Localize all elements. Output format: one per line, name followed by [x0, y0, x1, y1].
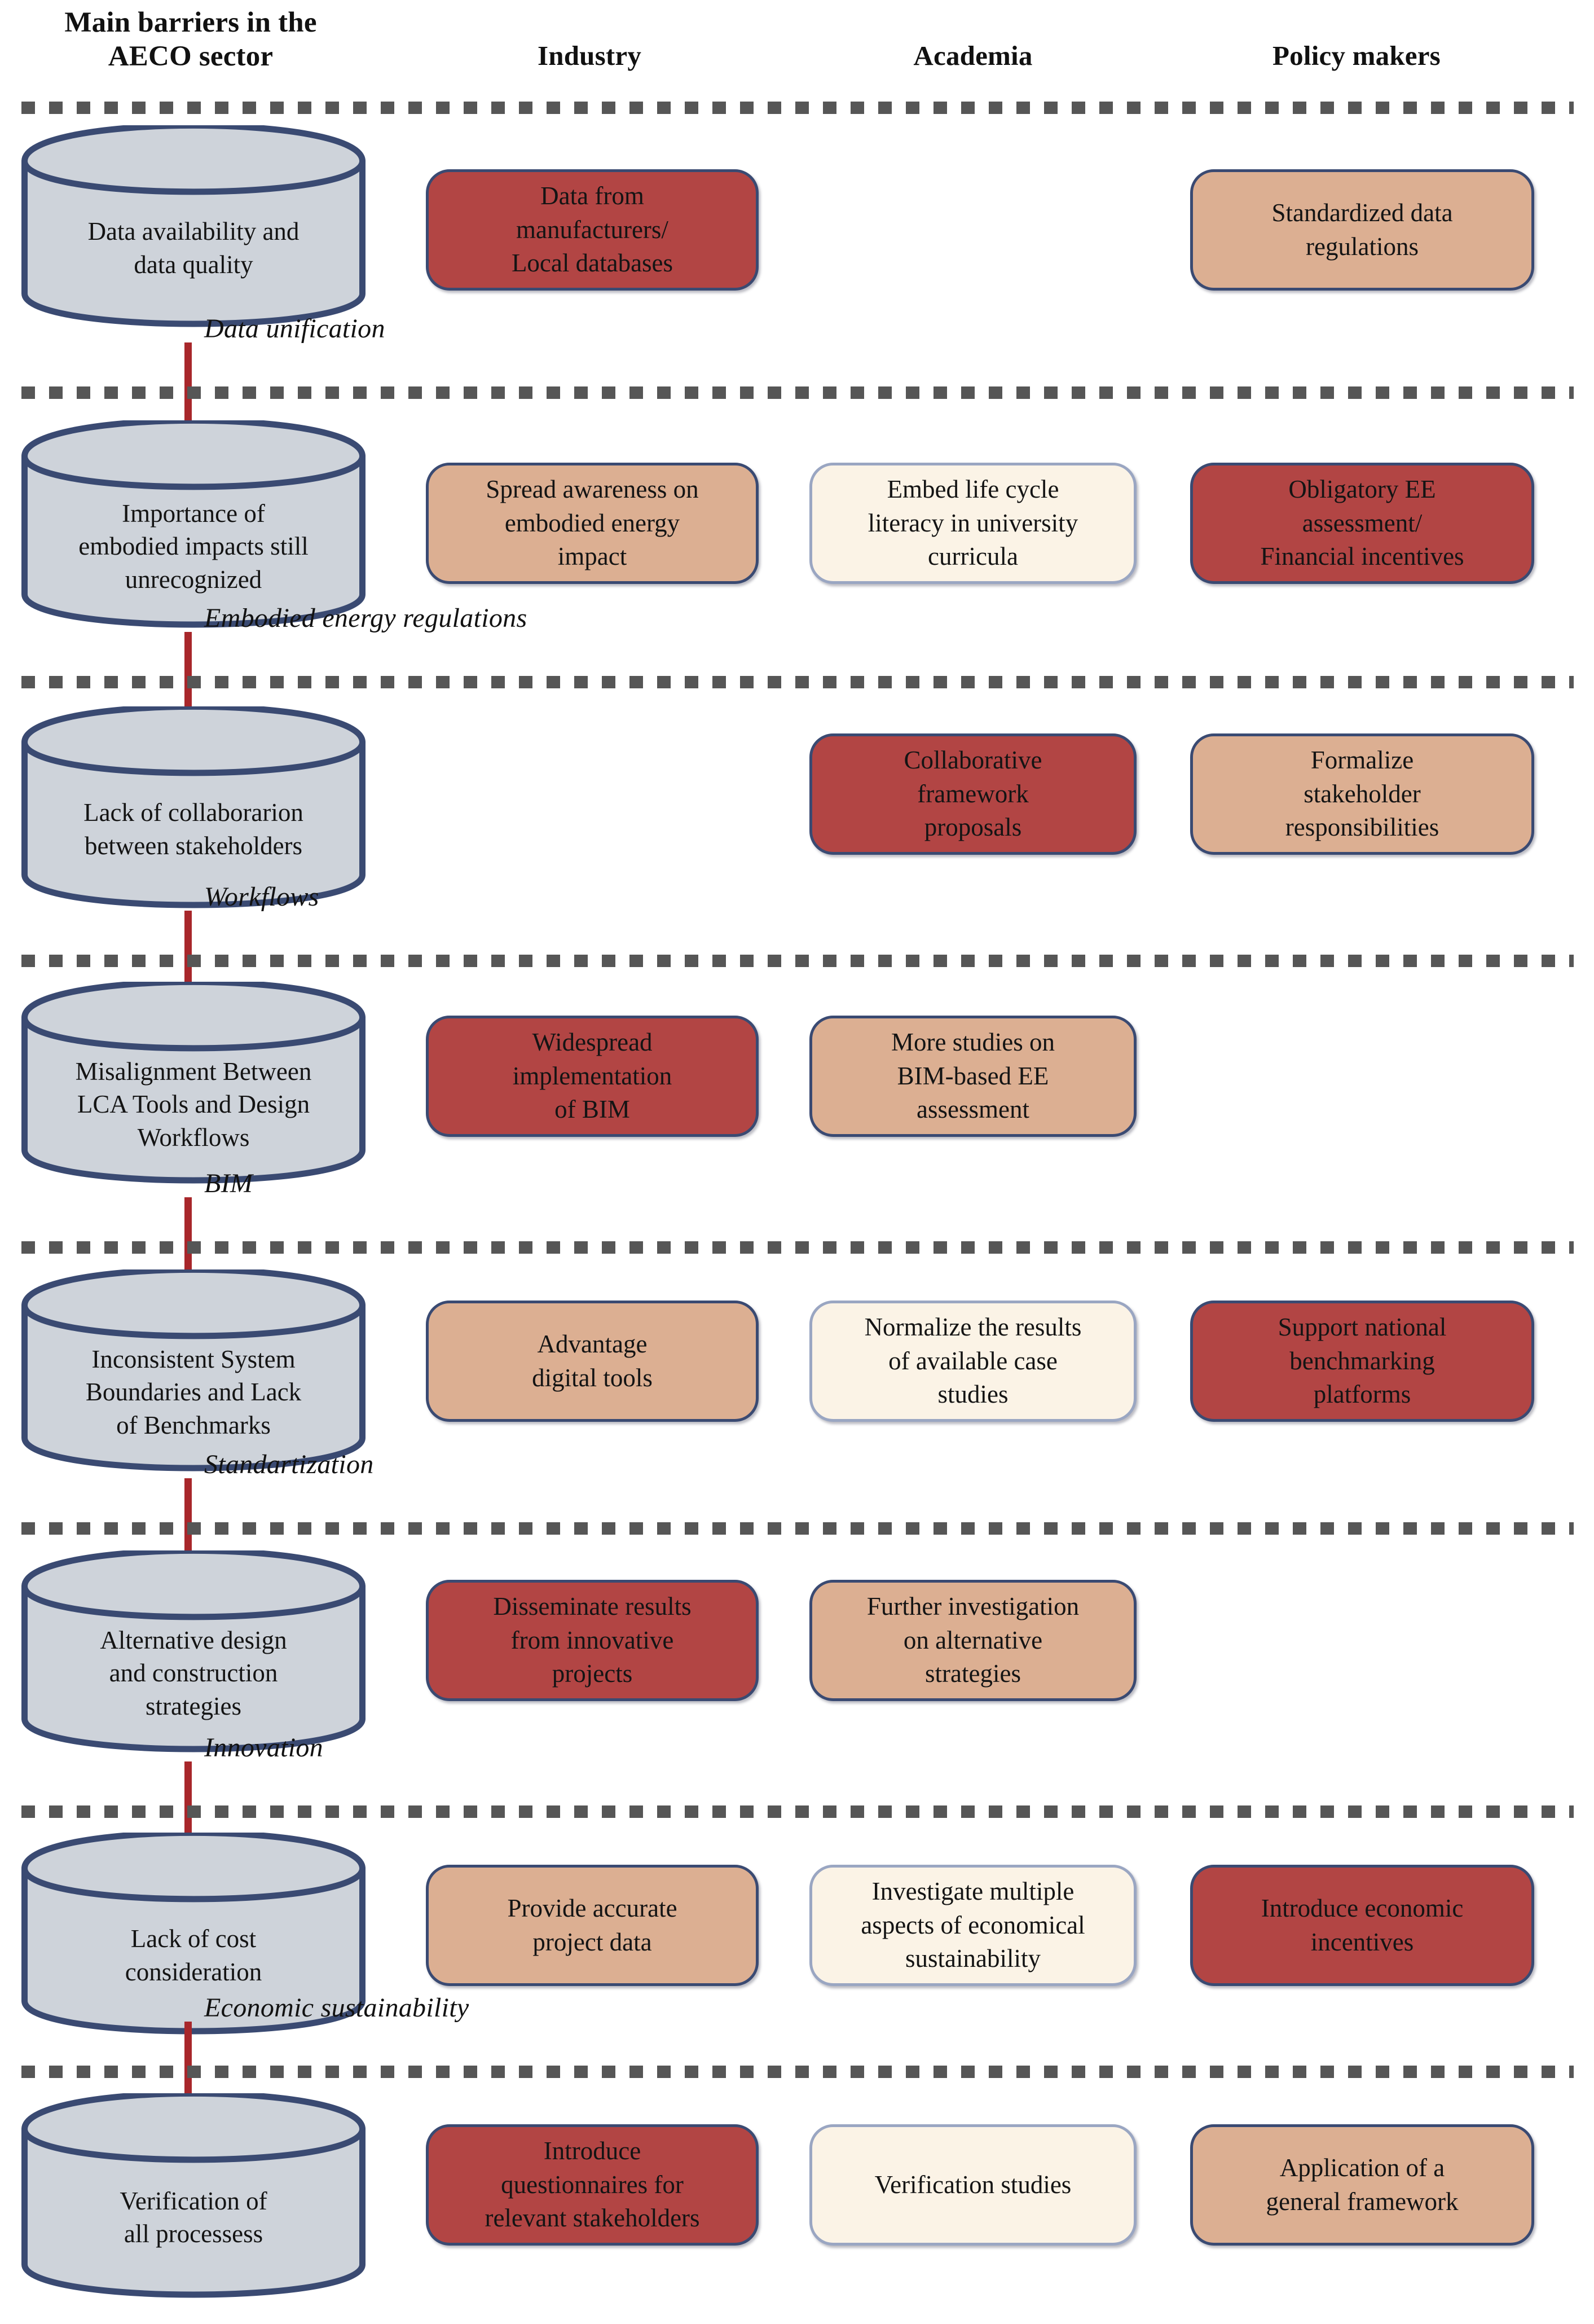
barrier-label: Importance of embodied impacts still unr… [78, 499, 309, 594]
action-box-industry[interactable]: Disseminate results from innovative proj… [426, 1580, 759, 1701]
barrier-label: Verification of all processess [120, 2186, 267, 2248]
action-box-policy-makers[interactable]: Introduce economic incentives [1190, 1865, 1534, 1986]
row-separator-dashed-line [21, 386, 1574, 399]
barrier-cylinder[interactable]: Importance of embodied impacts still unr… [21, 420, 366, 628]
action-box-industry[interactable]: Widespread implementation of BIM [426, 1016, 759, 1137]
row-separator-dashed-line [21, 1805, 1574, 1818]
row-separator-dashed-line [21, 2066, 1574, 2078]
barrier-label: Data availability and data quality [87, 217, 300, 279]
barrier-cylinder[interactable]: Verification of all processess [21, 2093, 366, 2298]
barrier-label: Alternative design and construction stra… [100, 1626, 287, 1720]
action-box-policy-makers[interactable]: Application of a general framework [1190, 2124, 1534, 2246]
transition-label: Workflows [204, 882, 319, 912]
barrier-cylinder[interactable]: Data availability and data quality [21, 125, 366, 327]
row-separator-dashed-line [21, 1522, 1574, 1535]
action-box-academia[interactable]: More studies on BIM-based EE assessment [809, 1016, 1137, 1137]
action-box-academia[interactable]: Normalize the results of available case … [809, 1301, 1137, 1422]
barrier-cylinder[interactable]: Alternative design and construction stra… [21, 1550, 366, 1752]
action-box-academia[interactable]: Verification studies [809, 2124, 1137, 2246]
action-box-academia[interactable]: Investigate multiple aspects of economic… [809, 1865, 1137, 1986]
column-header-barriers: Main barriers in the AECO sector [64, 7, 317, 73]
barrier-cylinder[interactable]: Inconsistent System Boundaries and Lack … [21, 1269, 366, 1471]
barrier-cylinder[interactable]: Lack of collaborarion between stakeholde… [21, 706, 366, 908]
row-separator-dashed-line [21, 955, 1574, 967]
transition-label: Embodied energy regulations [204, 603, 527, 633]
action-box-policy-makers[interactable]: Support national benchmarking platforms [1190, 1301, 1534, 1422]
barrier-cylinder[interactable]: Misalignment Between LCA Tools and Desig… [21, 982, 366, 1184]
transition-label: Data unification [204, 314, 385, 344]
row-separator-dashed-line [21, 676, 1574, 688]
column-header-academia: Academia [913, 40, 1033, 71]
action-box-policy-makers[interactable]: Obligatory EE assessment/ Financial ince… [1190, 463, 1534, 584]
action-box-industry[interactable]: Provide accurate project data [426, 1865, 759, 1986]
barrier-label: Inconsistent System Boundaries and Lack … [85, 1345, 302, 1439]
action-box-academia[interactable]: Further investigation on alternative str… [809, 1580, 1137, 1701]
barrier-cylinder[interactable]: Lack of cost consideration [21, 1833, 366, 2035]
row-separator-dashed-line [21, 102, 1574, 114]
barrier-label: Misalignment Between LCA Tools and Desig… [75, 1057, 312, 1152]
action-box-policy-makers[interactable]: Standardized data regulations [1190, 169, 1534, 291]
transition-label: Standartization [204, 1449, 374, 1479]
action-box-industry[interactable]: Introduce questionnaires for relevant st… [426, 2124, 759, 2246]
action-box-industry[interactable]: Spread awareness on embodied energy impa… [426, 463, 759, 584]
barrier-label: Lack of collaborarion between stakeholde… [83, 798, 303, 860]
column-header-policy-makers: Policy makers [1272, 40, 1441, 71]
action-box-industry[interactable]: Advantage digital tools [426, 1301, 759, 1422]
transition-label: Innovation [204, 1733, 323, 1763]
row-separator-dashed-line [21, 1241, 1574, 1254]
action-box-academia[interactable]: Collaborative framework proposals [809, 733, 1137, 855]
action-box-policy-makers[interactable]: Formalize stakeholder responsibilities [1190, 733, 1534, 855]
action-box-industry[interactable]: Data from manufacturers/ Local databases [426, 169, 759, 291]
transition-label: Economic sustainability [204, 1993, 469, 2023]
column-header-industry: Industry [537, 40, 642, 71]
transition-label: BIM [204, 1168, 253, 1198]
barrier-label: Lack of cost consideration [125, 1925, 262, 1986]
action-box-academia[interactable]: Embed life cycle literacy in university … [809, 463, 1137, 584]
